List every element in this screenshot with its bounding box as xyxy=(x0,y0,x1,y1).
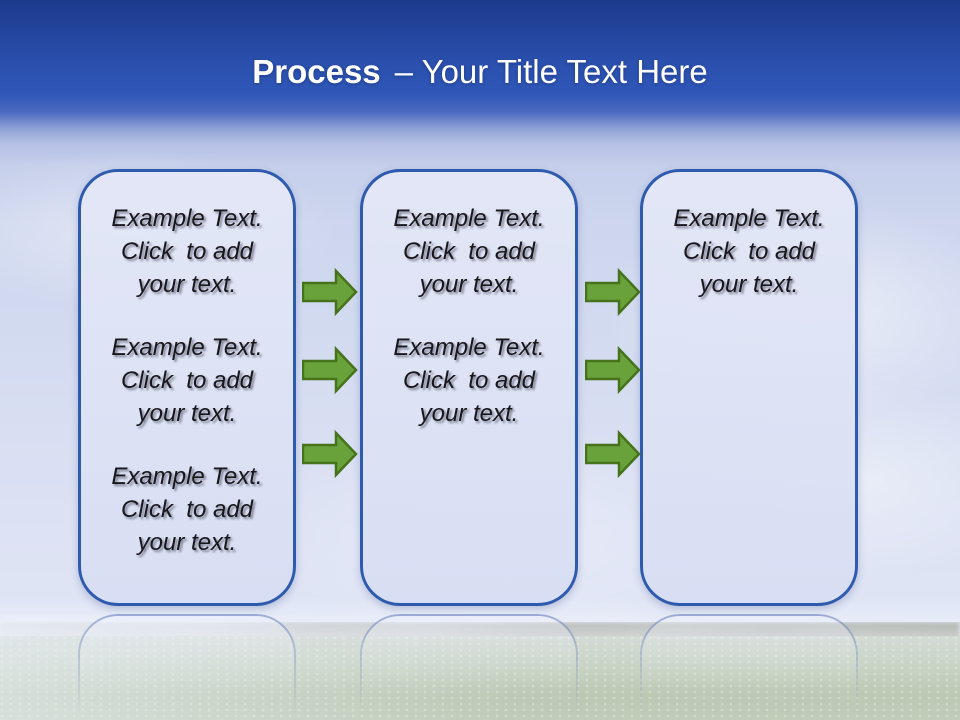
right-arrow-icon[interactable] xyxy=(302,430,358,478)
right-arrow-icon[interactable] xyxy=(302,268,358,316)
title-keyword: Process xyxy=(252,53,381,90)
process-box-2[interactable]: Example Text. Click to add your text. Ex… xyxy=(360,169,578,606)
text-block[interactable]: Example Text. Click to add your text. xyxy=(89,331,285,430)
text-line: your text. xyxy=(137,529,237,556)
box-reflection xyxy=(640,614,858,720)
right-arrow-icon[interactable] xyxy=(585,430,641,478)
text-line: Example Text. xyxy=(111,205,263,232)
right-arrow-icon[interactable] xyxy=(585,346,641,394)
text-line: Example Text. xyxy=(673,205,825,232)
right-arrow-icon[interactable] xyxy=(302,346,358,394)
process-box-1[interactable]: Example Text. Click to add your text. Ex… xyxy=(78,169,296,606)
text-line: Click to add xyxy=(402,238,536,265)
text-block[interactable]: Example Text. Click to add your text. xyxy=(371,331,567,430)
text-line: Click to add xyxy=(120,496,254,523)
text-line: your text. xyxy=(137,400,237,427)
text-line: Click to add xyxy=(120,238,254,265)
text-line: Example Text. xyxy=(393,205,545,232)
box-reflection xyxy=(78,614,296,720)
text-line: Click to add xyxy=(120,367,254,394)
right-arrow-icon[interactable] xyxy=(585,268,641,316)
text-line: Example Text. xyxy=(111,463,263,490)
process-box-3[interactable]: Example Text. Click to add your text. xyxy=(640,169,858,606)
text-block[interactable]: Example Text. Click to add your text. xyxy=(89,202,285,301)
box-reflection xyxy=(360,614,578,720)
title-text: – Your Title Text Here xyxy=(394,53,708,90)
text-line: Click to add xyxy=(682,238,816,265)
text-block[interactable]: Example Text. Click to add your text. xyxy=(89,460,285,559)
text-line: Example Text. xyxy=(393,334,545,361)
text-line: your text. xyxy=(419,271,519,298)
text-line: your text. xyxy=(699,271,799,298)
text-line: Example Text. xyxy=(111,334,263,361)
text-line: your text. xyxy=(419,400,519,427)
text-line: Click to add xyxy=(402,367,536,394)
text-line: your text. xyxy=(137,271,237,298)
slide-title[interactable]: Process – Your Title Text Here xyxy=(0,52,960,92)
text-block[interactable]: Example Text. Click to add your text. xyxy=(651,202,847,301)
text-block[interactable]: Example Text. Click to add your text. xyxy=(371,202,567,301)
